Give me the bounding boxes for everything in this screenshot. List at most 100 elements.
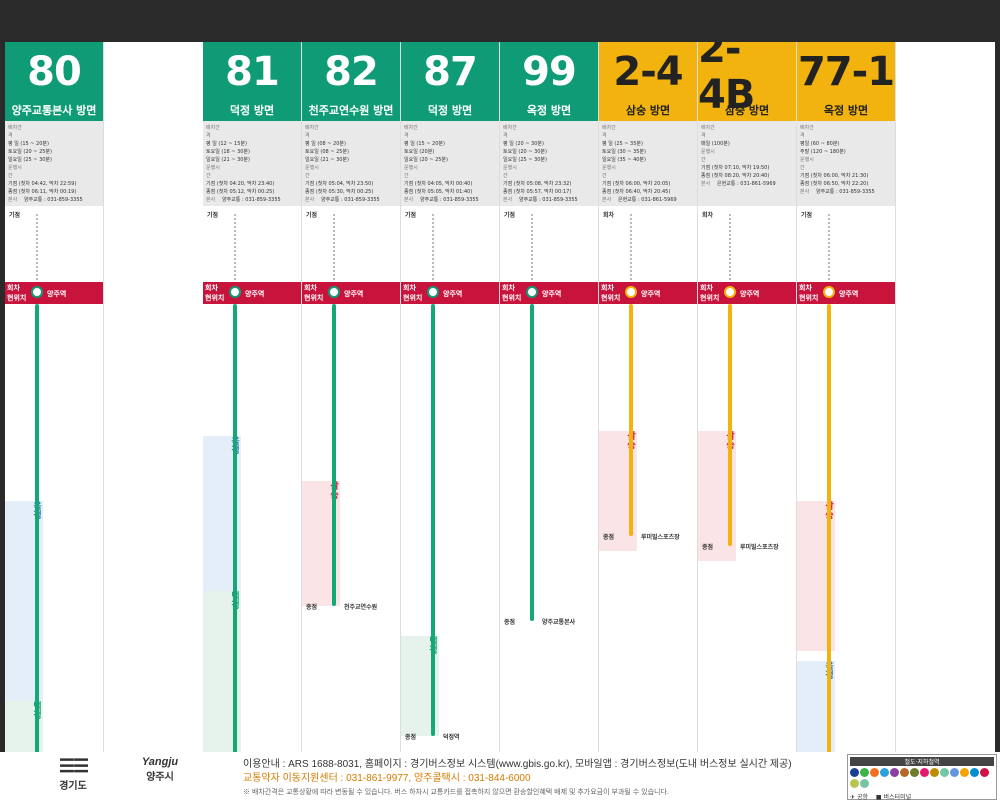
interval-line: 일요일 (25 ~ 30분)	[8, 157, 52, 163]
hours-line: 기점 (첫차 05:04, 막차 23:50)	[305, 181, 374, 187]
subway-line-icon	[890, 768, 899, 777]
end-label: 종점	[504, 619, 516, 626]
subway-line-icon	[920, 768, 929, 777]
interval-label: 배차간격	[602, 125, 616, 139]
office-phone: 은현교통 : 031-861-5969	[618, 197, 677, 203]
route-direction: 옥정 방면	[500, 101, 598, 121]
turn-label: 회차	[502, 284, 515, 292]
office-label: 본사	[404, 197, 414, 203]
route-line-dashed	[333, 214, 335, 292]
route-column-87: 87 덕정 방면 배차간격 평 일 (15 ~ 20분)토요일 (20분)일요일…	[401, 42, 500, 752]
route-direction: 덕정 방면	[401, 101, 499, 121]
route-info: 배차간격 평 일 (15 ~ 20분)토요일 (20 ~ 25분)일요일 (25…	[5, 121, 103, 206]
start-label: 기점	[504, 212, 516, 219]
hours-line: 기점 (첫차 04:05, 막차 00:40)	[404, 181, 473, 187]
here-label: 현위치	[502, 294, 522, 302]
route-line	[629, 304, 633, 536]
turn-label: 회차	[700, 284, 713, 292]
legend-airport: 공항	[856, 794, 868, 801]
interval-line: 평 일 (15 ~ 20분)	[404, 141, 445, 147]
hub-stop-marker	[427, 286, 439, 298]
route-number: 81	[203, 42, 301, 101]
hours-line: 기점 (첫차 06:00, 막차 21:30)	[800, 173, 869, 179]
hours-line: 기점 (첫차 04:42, 막차 22:59)	[8, 181, 77, 187]
office-label: 본사	[602, 197, 612, 203]
route-direction: 삼숭 방면	[698, 101, 796, 121]
route-line-dashed	[828, 214, 830, 292]
interval-line: 평 일 (12 ~ 15분)	[206, 141, 247, 147]
hub-station: 양주역	[542, 290, 562, 298]
interval-line: 평 일 (15 ~ 20분)	[8, 141, 49, 147]
route-number: 2-4B	[698, 42, 796, 118]
interval-line: 일요일 (21 ~ 30분)	[206, 157, 250, 163]
hours-line: 기점 (첫차 04:20, 막차 23:40)	[206, 181, 275, 187]
route-line-dashed	[432, 214, 434, 292]
hours-label: 운행시간	[305, 165, 319, 179]
office-label: 본사	[8, 197, 18, 203]
route-diagram: 기점 회차 현위치 양주역 종점 양주교통본사	[500, 206, 598, 752]
office-label: 본사	[503, 197, 513, 203]
subway-line-icon	[850, 779, 859, 788]
subway-line-icon	[860, 768, 869, 777]
interval-label: 배차간격	[800, 125, 814, 139]
interval-line: 평일 (60 ~ 80분)	[800, 141, 840, 147]
here-label: 현위치	[700, 294, 720, 302]
route-line	[233, 304, 237, 752]
end-label: 종점	[702, 544, 714, 551]
route-diagram: 삼숭 회차 회차 현위치 양주역 종점 루미빌스포츠장	[599, 206, 697, 752]
airport-icon: ✈	[850, 794, 856, 801]
legend: 철도·지하철역 ✈ 공항 ■ 버스터미널	[847, 754, 997, 801]
interval-line: 토요일 (20 ~ 30분)	[503, 149, 547, 155]
subway-line-icon	[930, 768, 939, 777]
bus-route-board: 80 양주교통본사 방면 배차간격 평 일 (15 ~ 20분)토요일 (20 …	[5, 42, 995, 752]
subway-line-icon	[880, 768, 889, 777]
interval-line: 토요일 (30 ~ 35분)	[602, 149, 646, 155]
hours-label: 운행시간	[701, 149, 715, 163]
route-info: 배차간격 평 일 (15 ~ 20분)토요일 (20분)일요일 (20 ~ 25…	[401, 121, 499, 206]
hub-station: 양주역	[641, 290, 661, 298]
hub-station: 양주역	[245, 290, 265, 298]
footer-line-1: 이용안내 : ARS 1688-8031, 홈페이지 : 경기버스정보 시스템(…	[243, 759, 792, 770]
hours-line: 종점 (첫차 05:12, 막차 00:25)	[206, 189, 275, 195]
hours-label: 운행시간	[602, 165, 616, 179]
turn-label: 회차	[403, 284, 416, 292]
footer: ☰☰ 경기도 Yangju 양주시 이용안내 : ARS 1688-8031, …	[0, 752, 1000, 801]
interval-label: 배차간격	[404, 125, 418, 139]
route-direction: 옥정 방면	[797, 101, 895, 121]
route-info: 배차간격 평일 (60 ~ 80분)주말 (120 ~ 180분) 운행시간 기…	[797, 121, 895, 206]
turn-label: 회차	[601, 284, 614, 292]
interval-line: 토요일 (18 ~ 30분)	[206, 149, 250, 155]
hub-stop-marker	[625, 286, 637, 298]
route-diagram: 덕정 기점 회차 현위치 양주역 종점 덕정역	[401, 206, 499, 752]
here-label: 현위치	[601, 294, 621, 302]
hub-stop-marker	[724, 286, 736, 298]
here-label: 현위치	[403, 294, 423, 302]
terminal-name: 양주교통본사	[542, 619, 576, 626]
start-label: 기점	[306, 212, 318, 219]
route-diagram: 삼숭 회차 회차 현위치 양주역 종점 루미빌스포츠장	[698, 206, 796, 752]
yangju-logo: Yangju 양주시	[141, 756, 179, 783]
hub-station: 양주역	[740, 290, 760, 298]
route-info: 배차간격 평 일 (12 ~ 15분)토요일 (18 ~ 30분)일요일 (21…	[203, 121, 301, 206]
subway-line-icon	[970, 768, 979, 777]
gyeonggi-logo: ☰☰ 경기도	[58, 756, 89, 792]
hub-station: 양주역	[47, 290, 67, 298]
hours-line: 종점 (첫차 06:40, 막차 20:45)	[602, 189, 671, 195]
route-direction: 덕정 방면	[203, 101, 301, 121]
office-phone: 양주교통 : 031-859-3355	[222, 197, 281, 203]
hub-stop-marker	[328, 286, 340, 298]
interval-line: 평 일 (20 ~ 30분)	[503, 141, 544, 147]
subway-line-icon	[860, 779, 869, 788]
route-line	[827, 304, 831, 752]
route-direction: 삼숭 방면	[599, 101, 697, 121]
office-label: 본사	[305, 197, 315, 203]
subway-line-icon	[870, 768, 879, 777]
office-phone: 양주교통 : 031-859-3355	[519, 197, 578, 203]
bus-terminal-icon: ■	[875, 794, 882, 801]
hours-label: 운행시간	[206, 165, 220, 179]
interval-line: 토요일 (08 ~ 25분)	[305, 149, 349, 155]
turn-label: 회차	[205, 284, 218, 292]
hub-station: 양주역	[443, 290, 463, 298]
route-number: 2-4	[599, 42, 697, 101]
route-column-2-4B: 2-4B 삼숭 방면 배차간격 매일 (100분) 운행시간 기점 (첫차 07…	[698, 42, 797, 752]
